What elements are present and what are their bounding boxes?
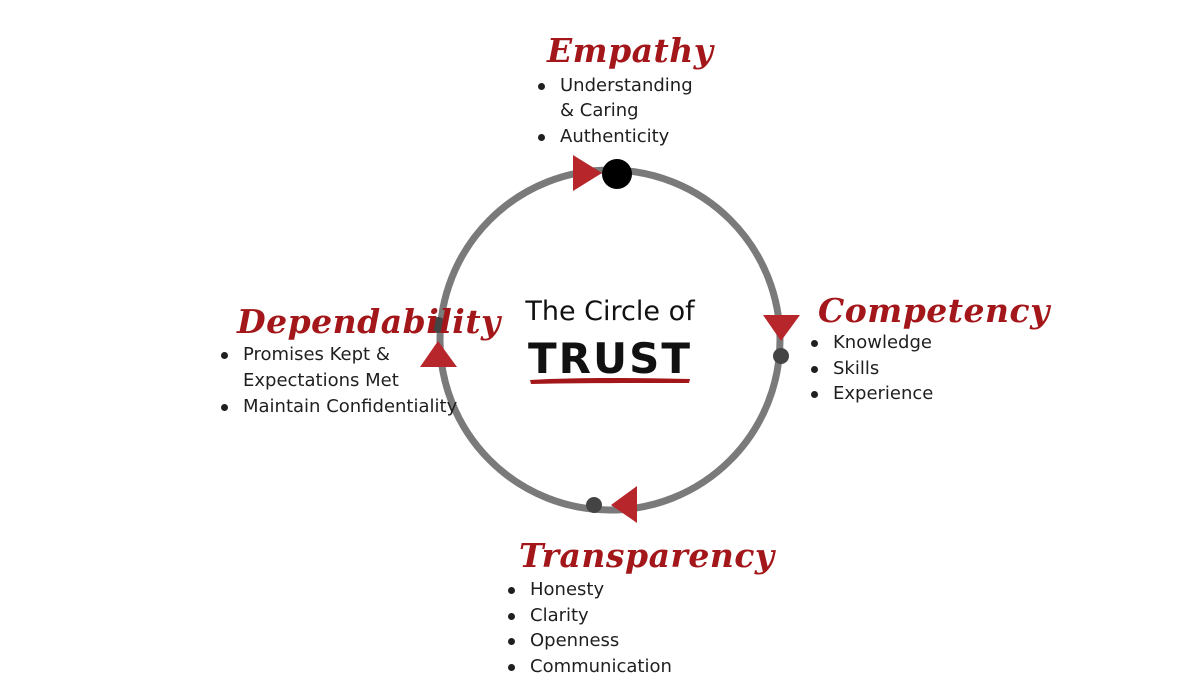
empathy-section: Empathy xyxy=(547,33,713,69)
empathy-item: Understanding xyxy=(536,73,693,99)
competency-item: Knowledge xyxy=(809,330,933,356)
empathy-list: Understanding xyxy=(536,73,693,99)
dependability-item: Maintain Confidentiality xyxy=(219,394,457,420)
dependability-item: Promises Kept & xyxy=(219,342,390,368)
transparency-section: Transparency xyxy=(519,538,775,574)
transparency-item: Communication xyxy=(506,654,672,680)
competency-section: Competency xyxy=(818,293,1050,329)
arrow-to-empathy-icon xyxy=(573,155,602,191)
transparency-heading: Transparency xyxy=(519,536,775,575)
dependability-list: Promises Kept & xyxy=(219,342,390,368)
competency-item: Experience xyxy=(809,381,933,407)
center-title: The Circle of TRUST xyxy=(500,296,720,382)
transparency-list: Honesty Clarity Openness Communication xyxy=(506,577,672,679)
dependability-list-2: Maintain Confidentiality xyxy=(219,394,457,420)
dependability-heading: Dependability xyxy=(237,302,501,341)
center-title-trust: TRUST xyxy=(528,334,692,383)
empathy-item: Authenticity xyxy=(536,124,669,150)
arrow-to-competency-icon xyxy=(763,315,800,341)
transparency-item: Honesty xyxy=(506,577,672,603)
competency-list: Knowledge Skills Experience xyxy=(809,330,933,407)
transparency-item: Openness xyxy=(506,628,672,654)
empathy-heading: Empathy xyxy=(547,31,714,70)
competency-item: Skills xyxy=(809,356,933,382)
transparency-node xyxy=(586,497,602,513)
center-title-line1: The Circle of xyxy=(525,296,695,327)
competency-node xyxy=(773,348,789,364)
dependability-section: Dependability xyxy=(237,304,501,340)
trust-underline xyxy=(530,378,690,384)
empathy-item-continuation: & Caring xyxy=(560,100,639,121)
dependability-item-continuation: Expectations Met xyxy=(243,370,399,391)
arrow-to-transparency-icon xyxy=(611,486,637,523)
empathy-node xyxy=(602,159,632,189)
transparency-item: Clarity xyxy=(506,603,672,629)
competency-heading: Competency xyxy=(818,291,1050,330)
dependability-node xyxy=(430,317,446,333)
empathy-list-2: Authenticity xyxy=(536,124,669,150)
arrow-to-dependability-icon xyxy=(420,341,457,367)
